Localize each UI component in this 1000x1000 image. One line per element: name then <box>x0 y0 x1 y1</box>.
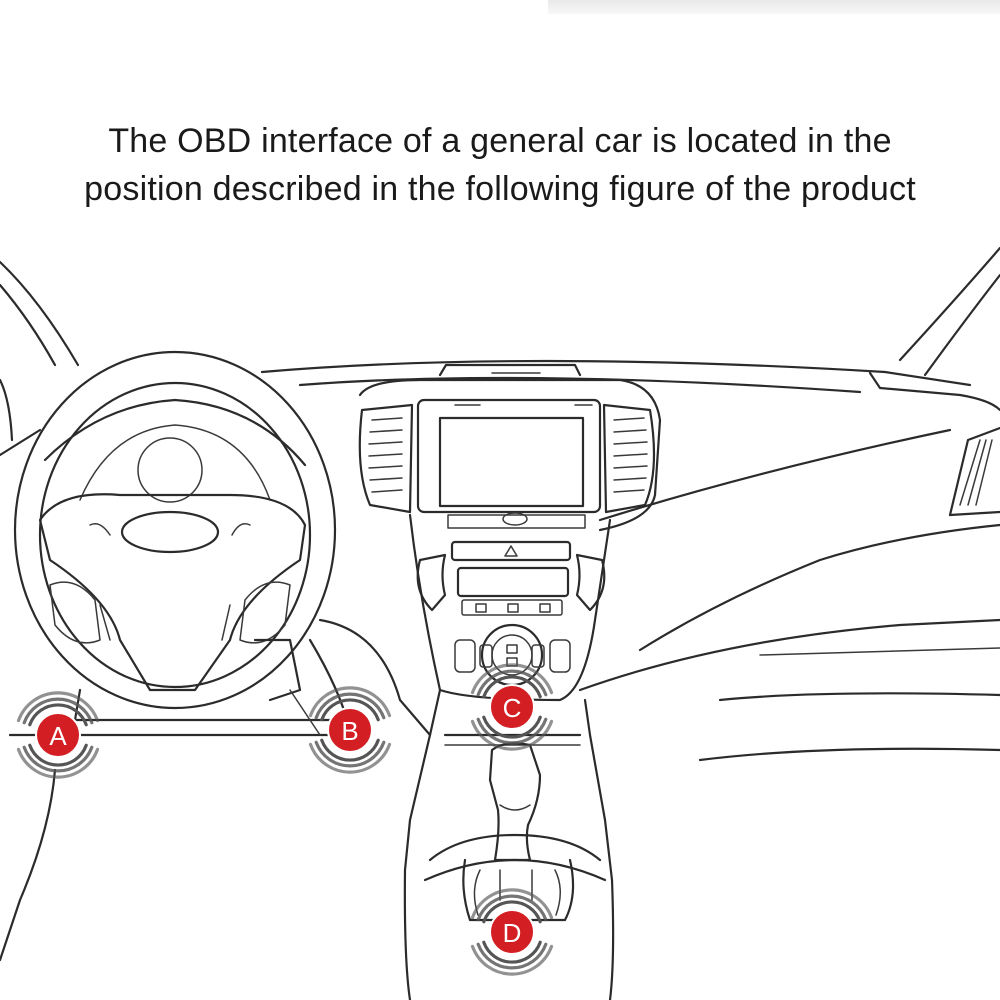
signal-wave-bottom <box>476 717 548 745</box>
signal-wave-top <box>16 691 100 723</box>
signal-wave-top <box>308 686 392 718</box>
signal-wave-top <box>28 703 88 727</box>
obd-marker-b: B <box>308 686 392 774</box>
signal-wave-top <box>314 692 386 720</box>
marker-circle <box>35 712 81 758</box>
signal-wave-bottom <box>470 719 554 751</box>
center-stack <box>358 378 662 702</box>
marker-circle <box>489 684 535 730</box>
signal-wave-top <box>22 697 94 725</box>
windshield-pillars <box>0 246 1000 377</box>
signal-wave-top <box>476 669 548 697</box>
obd-marker-c: C <box>470 663 554 751</box>
caption-line-2: position described in the following figu… <box>84 170 916 208</box>
signal-wave-top <box>470 663 554 695</box>
signal-wave-bottom <box>482 940 542 964</box>
signal-wave-bottom <box>314 740 386 768</box>
signal-wave-bottom <box>470 944 554 976</box>
left-door-edge <box>0 378 332 962</box>
marker-label: B <box>341 716 358 746</box>
signal-wave-bottom <box>16 747 100 779</box>
obd-location-markers: A B C D <box>16 663 554 976</box>
signal-wave-top <box>320 698 380 722</box>
caption-line-1: The OBD interface of a general car is lo… <box>108 122 892 160</box>
right-air-vent <box>948 426 1000 517</box>
signal-wave-bottom <box>28 743 88 767</box>
signal-wave-bottom <box>476 942 548 970</box>
obd-marker-d: D <box>470 888 554 976</box>
signal-wave-bottom <box>482 715 542 739</box>
marker-label: D <box>503 918 522 948</box>
marker-label: A <box>49 721 67 751</box>
signal-wave-top <box>482 675 542 699</box>
signal-wave-bottom <box>308 742 392 774</box>
obd-marker-a: A <box>16 691 100 779</box>
dashboard-outline <box>260 359 1000 762</box>
marker-circle <box>327 707 373 753</box>
signal-wave-top <box>470 888 554 920</box>
top-edge-strip <box>548 0 1000 14</box>
signal-wave-bottom <box>320 738 380 762</box>
marker-label: C <box>503 693 522 723</box>
steering-wheel <box>13 350 337 722</box>
center-console <box>403 688 615 1000</box>
signal-wave-top <box>476 894 548 922</box>
marker-circle <box>489 909 535 955</box>
signal-wave-top <box>482 900 542 924</box>
signal-wave-bottom <box>22 745 94 773</box>
